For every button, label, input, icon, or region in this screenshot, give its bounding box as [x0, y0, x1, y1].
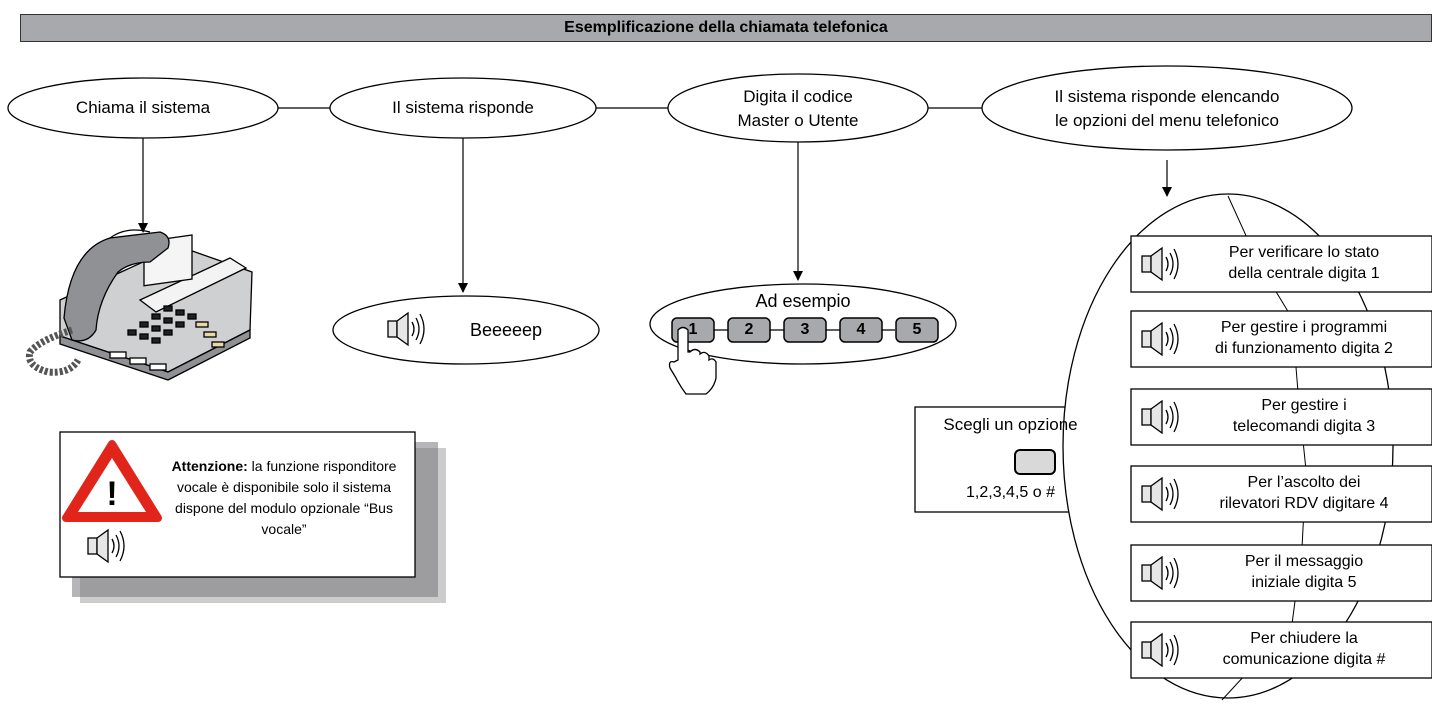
key-5[interactable] [895, 317, 939, 343]
step-menu-label-1: Il sistema risponde elencando [1054, 87, 1280, 106]
key-label-2: 2 [744, 321, 754, 338]
hand-pointer-icon [668, 326, 717, 395]
warning-body: la funzione risponditore vocale è dispon… [175, 458, 397, 537]
menu-option-line1: Per gestire i [1261, 397, 1347, 414]
menu-option-line1: Per gestire i programmi [1220, 319, 1388, 336]
svg-text:!: ! [106, 475, 117, 513]
key-label-3: 3 [800, 321, 810, 338]
menu-option-line2: comunicazione digita # [1222, 651, 1386, 668]
phone-icon [25, 229, 253, 381]
menu-option-box [1130, 465, 1432, 523]
step-menu-node [981, 65, 1353, 151]
menu-option-box [1130, 621, 1432, 679]
menu-option-line1: Per verificare lo stato [1228, 244, 1380, 261]
menu-option-box [1130, 310, 1432, 368]
key-2[interactable] [727, 317, 771, 343]
step-code-label-2: Master o Utente [737, 111, 859, 130]
menu-option-line2: iniziale digita 5 [1251, 574, 1357, 591]
menu-option-line2: di funzionamento digita 2 [1215, 340, 1393, 357]
step-call-label: Chiama il sistema [75, 98, 211, 117]
menu-option-line1: Per il messaggio [1244, 553, 1364, 570]
key-label-5: 5 [912, 321, 922, 338]
step-menu-label-2: le opzioni del menu telefonico [1055, 111, 1279, 130]
menu-option-box [1130, 235, 1432, 293]
warning-icon: ! [62, 440, 162, 522]
menu-option-line2: della centrale digita 1 [1228, 265, 1380, 282]
key-label-4: 4 [856, 321, 866, 338]
menu-option-line2: telecomandi digita 3 [1232, 418, 1376, 435]
menu-option-box [1130, 544, 1432, 602]
step-code-label-1: Digita il codice [743, 87, 853, 106]
choose-option-key[interactable] [1014, 449, 1056, 475]
beep-node [332, 295, 600, 365]
warning-text: Attenzione: la funzione risponditore voc… [160, 456, 408, 540]
menu-option-box [1130, 388, 1432, 446]
menu-option-line1: Per l’ascolto dei [1247, 474, 1361, 491]
flow-arrows [138, 138, 1172, 293]
choose-option-values: 1,2,3,4,5 o # [966, 484, 1055, 501]
step-answer-label: Il sistema risponde [392, 98, 534, 117]
menu-option-line2: rilevatori RDV digitare 4 [1219, 495, 1389, 512]
keypad-label: Ad esempio [755, 291, 851, 311]
beep-label: Beeeeep [469, 320, 543, 340]
diagram-title-text: Esemplificazione della chiamata telefoni… [564, 19, 888, 36]
key-4[interactable] [839, 317, 883, 343]
menu-option-line1: Per chiudere la [1250, 630, 1358, 647]
keypad-keys [671, 317, 939, 343]
choose-option-title: Scegli un opzione [943, 415, 1078, 434]
key-label-1: 1 [688, 321, 698, 338]
key-3[interactable] [783, 317, 827, 343]
diagram-title: Esemplificazione della chiamata telefoni… [20, 14, 1432, 42]
warning-bold: Attenzione: [171, 458, 248, 474]
